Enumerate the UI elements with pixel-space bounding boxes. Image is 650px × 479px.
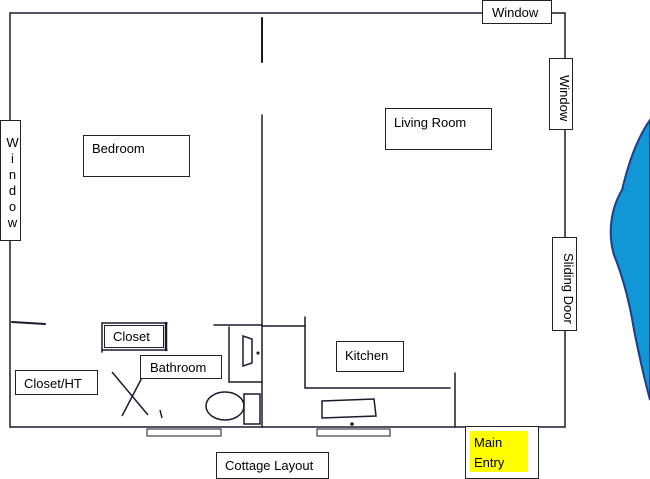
bathroom-sink (242, 334, 253, 368)
diagram-title: Cottage Layout (216, 452, 329, 479)
toilet-bowl (205, 391, 245, 421)
walls (9, 12, 566, 428)
bathroom-window-bottom (146, 428, 222, 437)
kitchen-sink (321, 398, 377, 419)
main-entry-label: Main Entry (465, 426, 539, 479)
kitchen-fixtures (321, 398, 377, 426)
shower-cross-a (111, 371, 149, 416)
bathroom-fixtures (111, 334, 261, 425)
closet-label: Closet (104, 325, 164, 348)
bedroom-label: Bedroom (83, 135, 190, 177)
main-entry-line2: Entry (474, 455, 505, 470)
kitchen-faucet (350, 422, 354, 426)
sliding-door-label: Sliding Door (552, 237, 577, 331)
window-label-top: Window (482, 0, 552, 24)
bathroom-label: Bathroom (140, 355, 222, 379)
sink-drain (256, 351, 260, 355)
main-entry-line1: Main (474, 435, 503, 450)
main-entry-highlight: Main Entry (470, 431, 528, 472)
bottom-openings (146, 428, 391, 437)
living-room-label: Living Room (385, 108, 492, 150)
kitchen-label: Kitchen (336, 341, 404, 372)
window-label-left: Window (0, 120, 21, 241)
kitchen-window-bottom (316, 428, 391, 437)
closet-ht-wall (11, 321, 46, 325)
lake-shape (609, 118, 650, 401)
shower-tick (159, 409, 163, 419)
toilet-tank (243, 393, 261, 425)
window-label-right: Window (549, 58, 573, 130)
closet-ht-label: Closet/HT (15, 370, 98, 395)
